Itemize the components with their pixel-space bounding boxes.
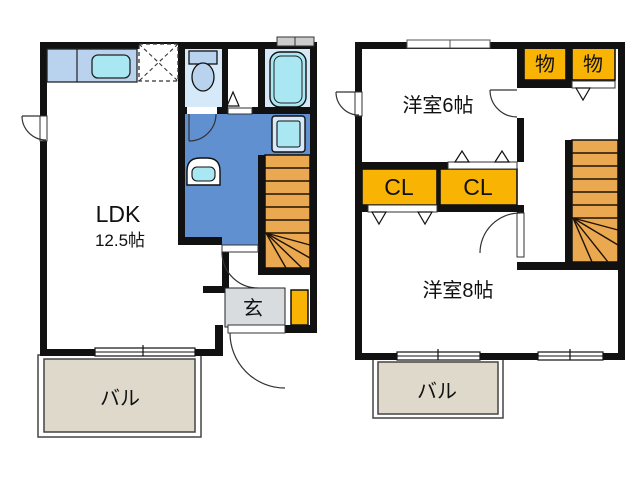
storage-right-folding-door <box>571 80 616 102</box>
door-1f-left <box>21 115 48 142</box>
front-door <box>227 324 286 389</box>
balcony-1f: バル <box>37 354 202 438</box>
balcony-2f-deck <box>377 361 499 415</box>
washing-machine-icon <box>271 115 306 153</box>
window-1f-top <box>276 36 315 47</box>
entrance-area: 玄 <box>224 287 286 328</box>
ldk-size-label: 12.5帖 <box>95 231 145 250</box>
ldk-label: LDK <box>96 201 141 227</box>
balcony-1f-deck <box>43 358 196 433</box>
stairs-2f <box>571 139 619 263</box>
entrance-label: 玄 <box>243 297 263 320</box>
door-2f-left <box>335 91 363 117</box>
balcony-2f-label: バル <box>417 381 457 403</box>
closet-left-folding-door <box>367 204 438 226</box>
hall-door <box>221 244 259 289</box>
kitchen-sink <box>91 54 131 79</box>
floor-1: バル <box>21 36 317 438</box>
floor-2: バル <box>335 39 625 419</box>
stairs-1f <box>264 154 311 269</box>
folding-door-mark <box>226 90 240 107</box>
toilet-icon <box>188 50 218 92</box>
window-2f-top <box>406 39 491 49</box>
storage-right <box>571 46 616 81</box>
closet-right-folding-door <box>447 149 518 170</box>
washbasin-icon <box>186 157 221 186</box>
storage-right-label: 物 <box>583 53 603 76</box>
room8-door <box>479 212 525 258</box>
balcony-1f-label: バル <box>100 388 140 410</box>
closet-right-label: CL <box>463 174 493 200</box>
window-2f-balcony <box>396 349 481 361</box>
room6-label: 洋室6帖 <box>402 94 473 117</box>
shoe-cabinet <box>290 289 309 326</box>
washer-space-dashed <box>138 43 179 82</box>
window-2f-bottom-right <box>537 349 604 361</box>
closet-left-label: CL <box>384 174 414 200</box>
storage-left <box>523 46 567 81</box>
room8-label: 洋室8帖 <box>422 279 493 302</box>
storage-left-label: 物 <box>535 53 555 76</box>
balcony-2f: バル <box>372 357 504 419</box>
room6-door <box>489 88 524 118</box>
bathtub-icon <box>269 51 307 108</box>
changing-room-door <box>227 107 253 115</box>
window-1f-balcony <box>94 345 196 357</box>
kitchen-counter <box>46 48 138 83</box>
washroom-door <box>187 107 217 142</box>
